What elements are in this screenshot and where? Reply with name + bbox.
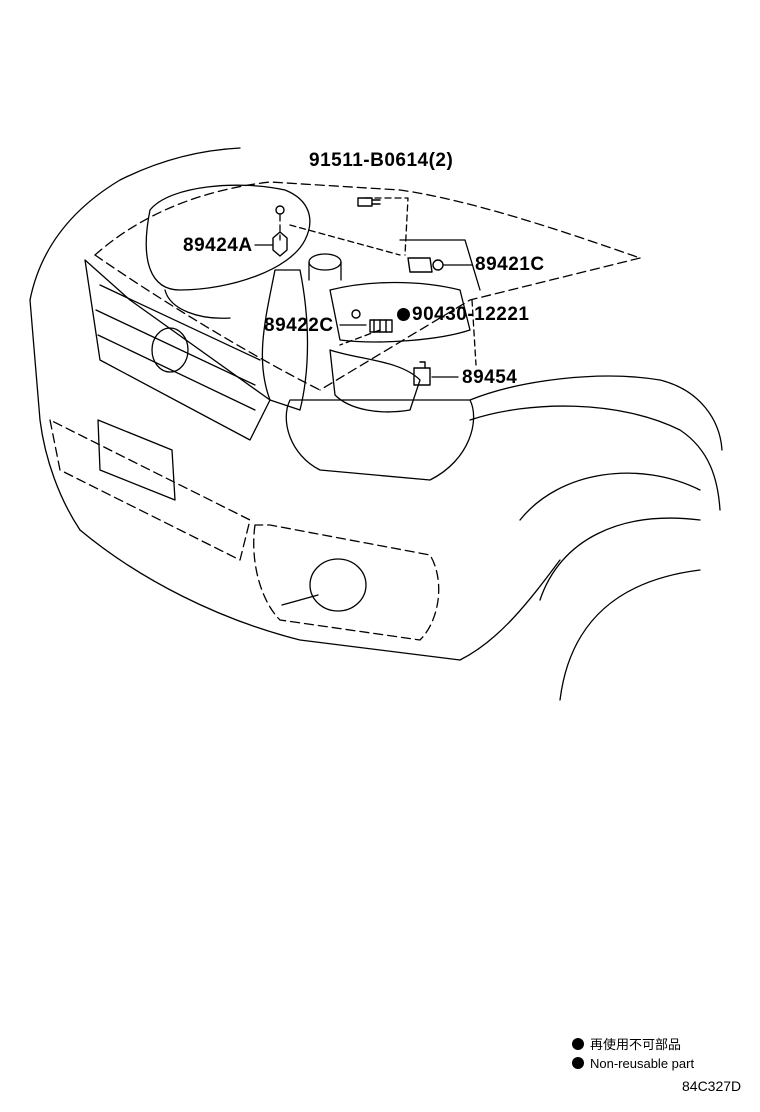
label-leaders <box>254 244 473 378</box>
callout-89421C: 89421C <box>475 254 545 275</box>
sensor-89422C <box>369 319 393 333</box>
gasket-90430 <box>351 309 361 319</box>
sensor-89454 <box>413 361 431 386</box>
callout-90430-12221: 90430-12221 <box>397 304 530 326</box>
callout-89454: 89454 <box>462 367 518 388</box>
engine-bay <box>145 184 481 413</box>
callout-91511-B0614: 91511-B0614(2) <box>309 150 454 171</box>
hood-outline <box>94 181 641 391</box>
body-outline <box>29 147 723 701</box>
non-reusable-dot-icon <box>397 308 410 321</box>
legend-jp-text: 再使用不可部品 <box>590 1037 682 1052</box>
legend-dot-icon <box>572 1057 584 1069</box>
callout-90430-text: 90430-12221 <box>412 304 530 325</box>
front-bumper <box>49 419 440 641</box>
callout-89424A: 89424A <box>183 235 253 256</box>
legend-non-reusable-jp: 再使用不可部品 <box>572 1034 681 1053</box>
grille <box>84 259 271 441</box>
figure-code: 84C327D <box>682 1078 742 1094</box>
sensor-89421C <box>407 257 444 273</box>
legend-en-text: Non-reusable part <box>590 1056 695 1071</box>
legend-dot-icon <box>572 1038 584 1050</box>
callout-89422C: 89422C <box>264 315 334 336</box>
headlight <box>285 399 475 481</box>
parts <box>272 197 444 386</box>
sensor-89424A <box>272 205 288 257</box>
leader-lines <box>279 197 477 366</box>
bolt-91511 <box>357 197 381 207</box>
legend-non-reusable-en: Non-reusable part <box>572 1056 694 1071</box>
